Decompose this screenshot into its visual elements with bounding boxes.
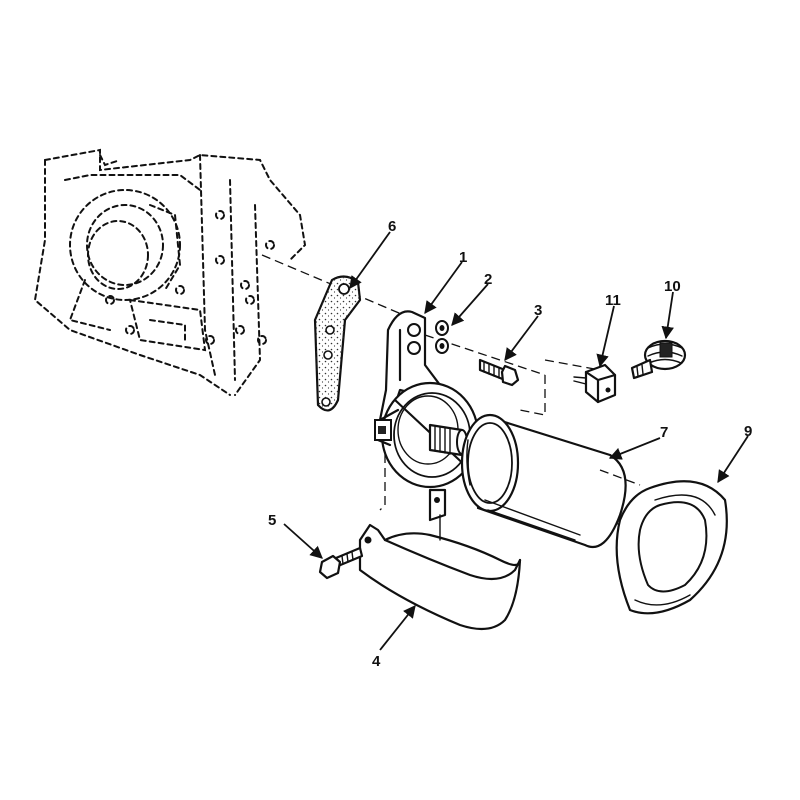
washer-part-2	[435, 320, 449, 354]
callout-5: 5	[268, 512, 276, 529]
gasket-part-6	[313, 275, 362, 412]
sealing-ring-part-9	[615, 480, 728, 615]
callout-7: 7	[660, 424, 668, 441]
screw-part-5	[318, 546, 364, 580]
callout-10: 10	[664, 278, 681, 295]
filter-shield-part-4	[358, 488, 522, 631]
callout-2: 2	[484, 271, 492, 288]
callout-11: 11	[605, 292, 621, 309]
callout-9: 9	[744, 423, 752, 440]
filter-head	[374, 381, 480, 489]
callout-arrows	[283, 231, 749, 651]
engine-block-outline	[33, 148, 307, 396]
callout-3: 3	[534, 302, 542, 319]
bolt-part-3	[478, 358, 520, 387]
sender-part-10	[630, 339, 687, 380]
callout-6: 6	[388, 218, 396, 235]
filter-cartridge-part-7	[460, 413, 641, 548]
sensor-adapter-part-11	[573, 363, 617, 404]
callout-4: 4	[372, 653, 381, 670]
callout-1: 1	[459, 249, 467, 266]
